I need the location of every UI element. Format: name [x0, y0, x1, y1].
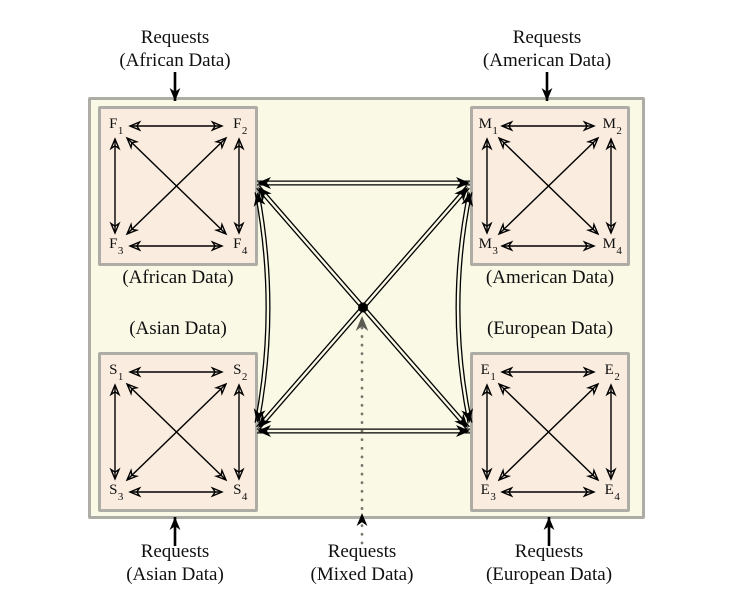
node-label: F3: [107, 236, 125, 257]
node-subscript: 4: [616, 245, 622, 257]
node-subscript: 3: [117, 491, 124, 503]
node-letter: E: [604, 482, 614, 498]
node-subscript: 2: [616, 125, 622, 137]
cluster-box-african: F1 F2 F3 F4: [98, 106, 258, 266]
node-subscript: 3: [490, 491, 496, 503]
request-label-line2: (Mixed Data): [310, 564, 414, 585]
cluster-caption-american: (American Data): [485, 267, 615, 288]
intra-cluster-arrows: [481, 366, 617, 498]
node-letter: F: [233, 236, 242, 252]
node-label: M2: [600, 116, 624, 137]
node-letter: M: [602, 116, 616, 132]
node-subscript: 3: [492, 245, 498, 257]
intra-cluster-arrows: [481, 120, 617, 252]
node-subscript: 1: [490, 371, 496, 383]
node-label: F4: [231, 236, 249, 257]
node-letter: E: [604, 362, 614, 378]
node-subscript: 3: [117, 245, 124, 257]
node-label: E1: [478, 362, 498, 383]
request-label-line2: (European Data): [485, 564, 613, 585]
node-letter: S: [233, 482, 242, 498]
request-label-line2: (American Data): [482, 50, 612, 71]
request-label-line1: Requests: [327, 541, 397, 562]
cluster-box-american: M1 M2 M3 M4: [470, 106, 630, 266]
cluster-caption-african: (African Data): [122, 267, 234, 288]
node-letter: M: [478, 236, 492, 252]
cluster-box-asian: S1 S2 S3 S4: [98, 352, 258, 512]
request-label-american: Requests (American Data): [462, 26, 632, 72]
node-label: E3: [478, 482, 498, 503]
edge-diagonal: [125, 382, 228, 482]
request-label-mixed: Requests (Mixed Data): [277, 540, 447, 586]
node-subscript: 4: [241, 491, 248, 503]
node-letter: S: [233, 362, 242, 378]
node-label: F1: [107, 116, 125, 137]
node-label: M3: [476, 236, 500, 257]
request-label-african: Requests (African Data): [90, 26, 260, 72]
request-label-line1: Requests: [140, 541, 210, 562]
edge-diagonal: [497, 136, 600, 236]
node-label: S1: [107, 362, 125, 383]
request-label-line2: (African Data): [119, 50, 231, 71]
node-letter: F: [109, 116, 118, 132]
node-letter: S: [109, 362, 118, 378]
node-subscript: 1: [492, 125, 498, 137]
node-subscript: 2: [241, 371, 248, 383]
node-label: S4: [231, 482, 249, 503]
cluster-caption-asian: (Asian Data): [129, 318, 227, 339]
node-letter: E: [480, 482, 490, 498]
node-label: E4: [602, 482, 622, 503]
request-label-line1: Requests: [514, 541, 584, 562]
node-letter: M: [478, 116, 492, 132]
request-label-asian: Requests (Asian Data): [90, 540, 260, 586]
node-letter: S: [109, 482, 118, 498]
node-subscript: 2: [241, 125, 248, 137]
intra-cluster-arrows: [109, 366, 245, 498]
cluster-caption-european: (European Data): [486, 318, 614, 339]
node-label: M4: [600, 236, 624, 257]
node-label: S2: [231, 362, 249, 383]
node-letter: M: [602, 236, 616, 252]
request-label-line1: Requests: [140, 27, 210, 48]
node-subscript: 4: [614, 491, 620, 503]
edge-diagonal: [497, 382, 600, 482]
edge-diagonal: [125, 136, 228, 236]
node-letter: F: [233, 116, 242, 132]
request-label-line2: (Asian Data): [126, 564, 224, 585]
node-label: M1: [476, 116, 500, 137]
node-label: F2: [231, 116, 249, 137]
node-label: E2: [602, 362, 622, 383]
request-label-line1: Requests: [512, 27, 582, 48]
node-subscript: 2: [614, 371, 620, 383]
node-subscript: 4: [241, 245, 248, 257]
request-label-european: Requests (European Data): [464, 540, 634, 586]
node-subscript: 1: [117, 125, 124, 137]
node-subscript: 1: [117, 371, 124, 383]
intra-cluster-arrows: [109, 120, 245, 252]
node-label: S3: [107, 482, 125, 503]
node-letter: E: [480, 362, 490, 378]
cluster-box-european: E1 E2 E3 E4: [470, 352, 630, 512]
node-letter: F: [109, 236, 118, 252]
